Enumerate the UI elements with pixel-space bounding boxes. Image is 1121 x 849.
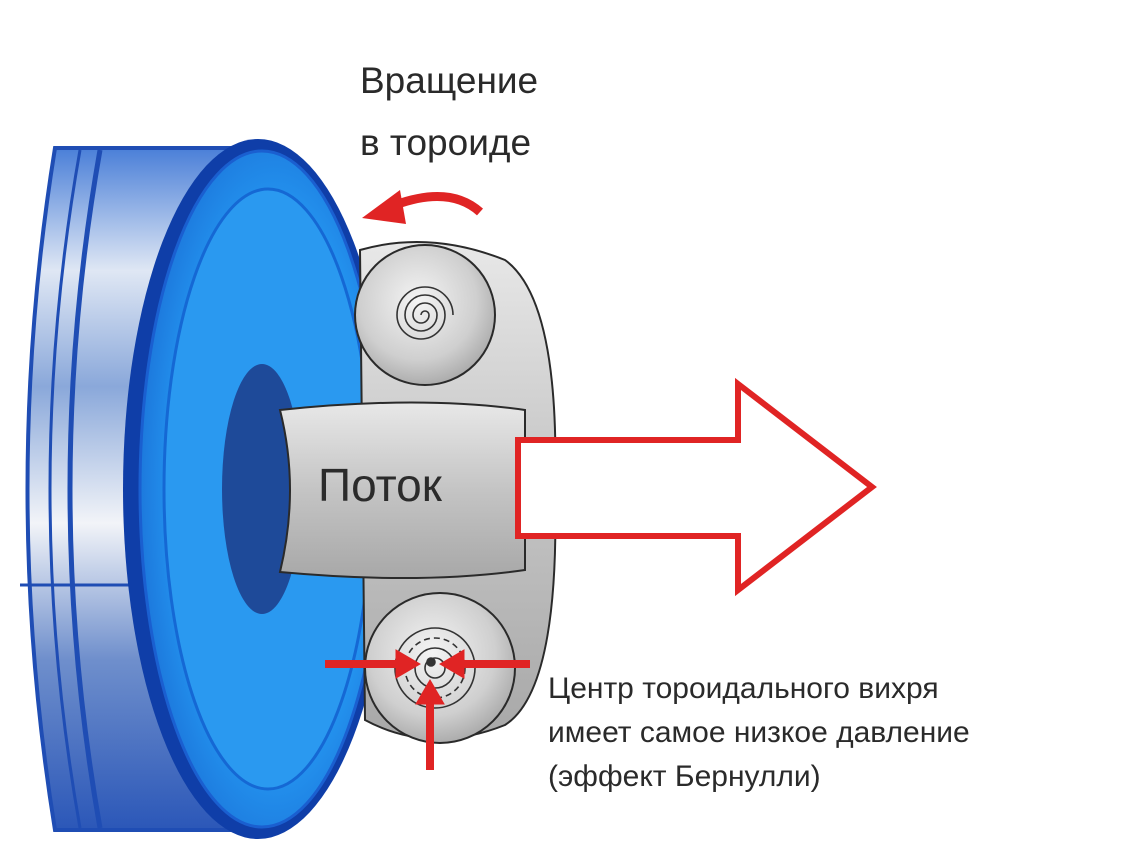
flow-tube (278, 401, 526, 580)
ring-hole (222, 364, 302, 614)
rotation-label-line1: Вращение (360, 60, 539, 101)
pressure-arrows-icon (325, 649, 530, 770)
flow-label: Поток (318, 459, 442, 511)
center-caption-line1: Центр тороидального вихря (548, 672, 939, 705)
rotation-arrow-icon (362, 190, 484, 224)
center-caption-line3: (эффект Бернулли) (548, 760, 821, 793)
center-caption-line2: имеет самое низкое давление (548, 716, 970, 749)
flow-arrow-icon (515, 377, 877, 597)
rotation-label-line2: в тороиде (360, 122, 532, 163)
upper-vortex-lobe (354, 244, 496, 386)
